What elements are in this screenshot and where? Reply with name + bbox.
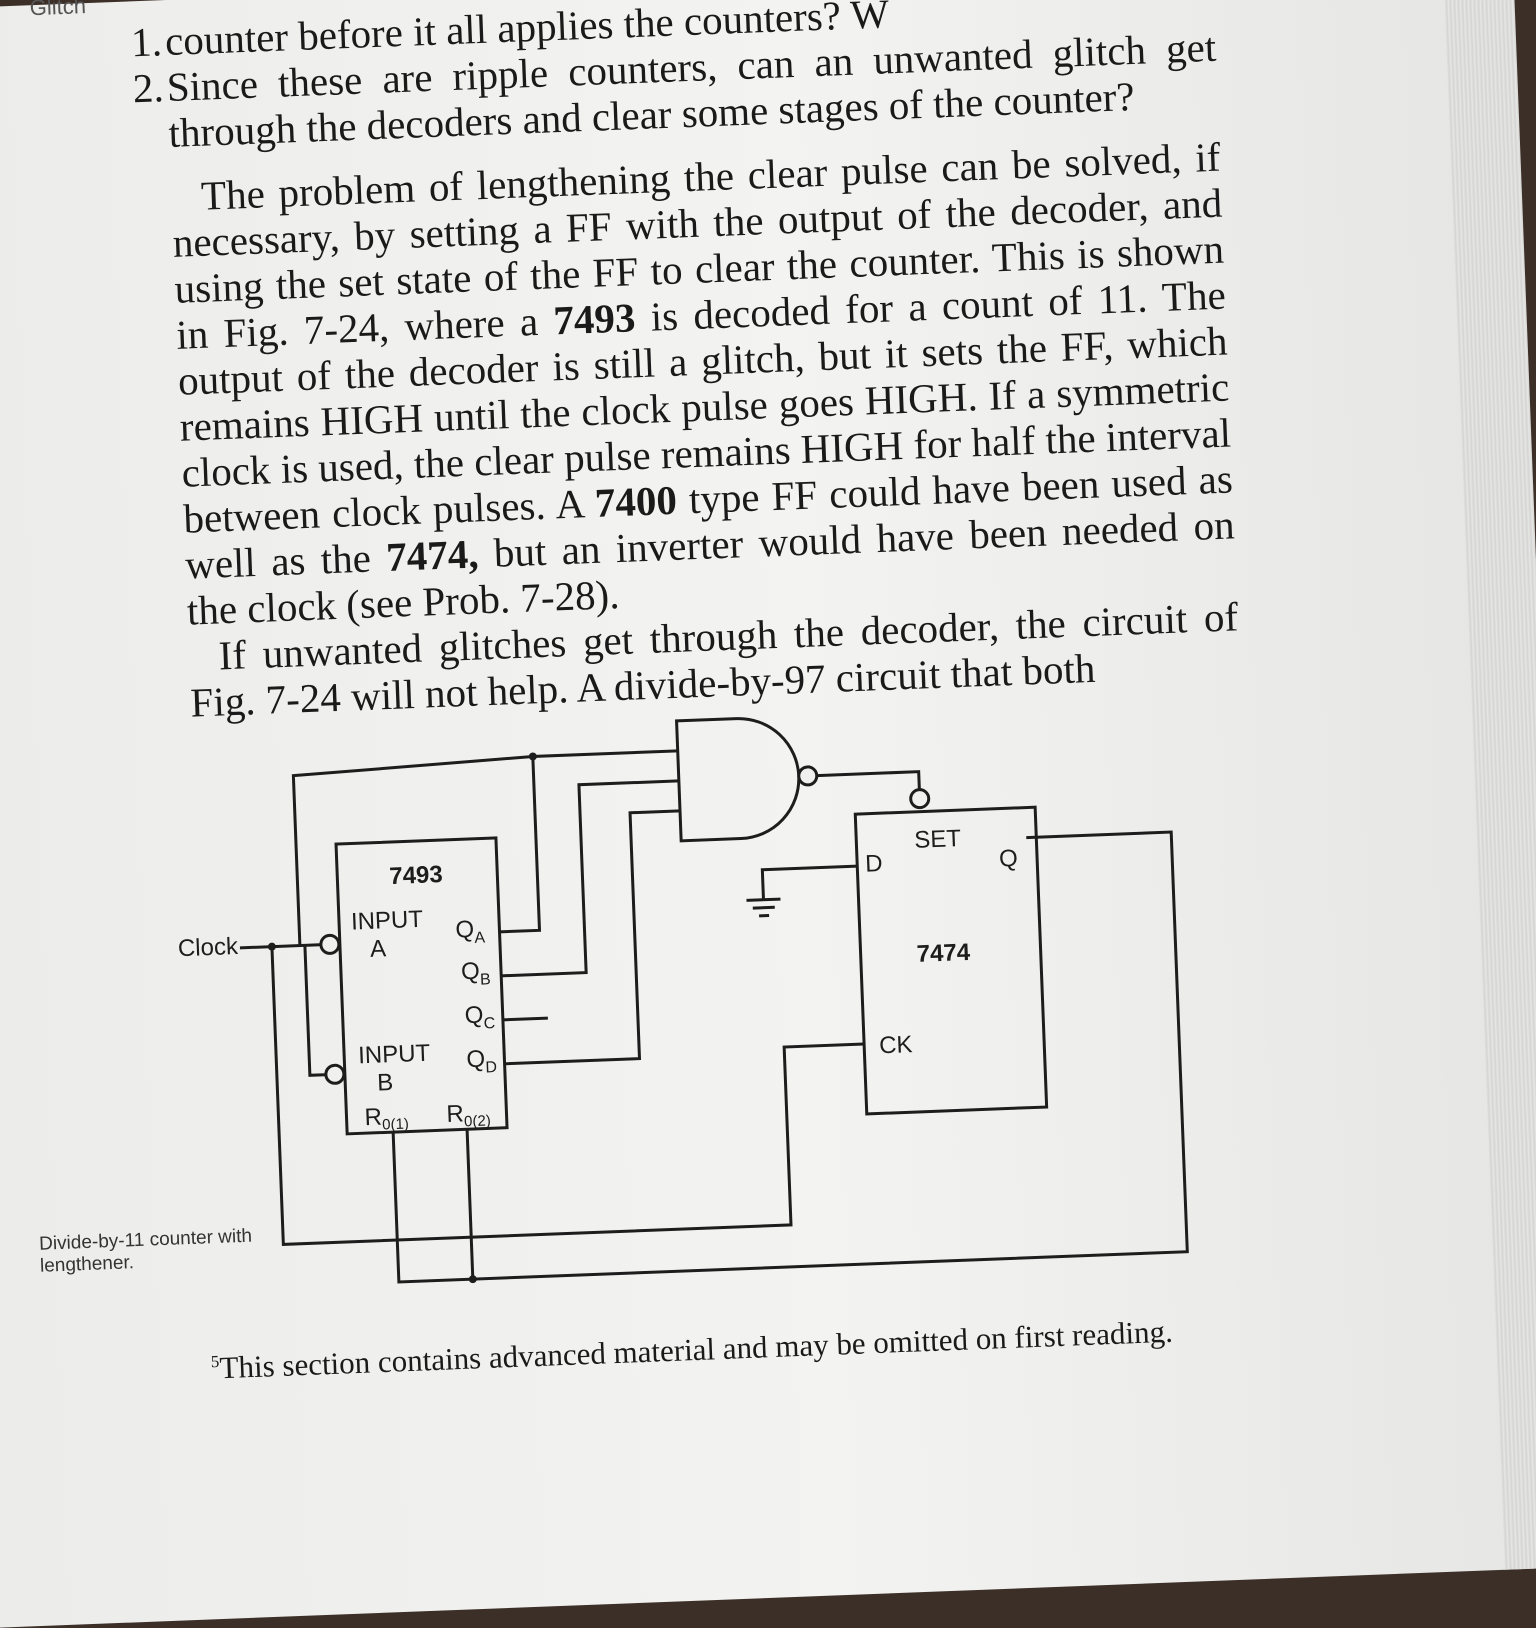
- set-label: SET: [914, 825, 962, 854]
- input-a-label: INPUT: [351, 906, 424, 936]
- chip-7493-ref: 7493: [553, 294, 637, 343]
- nand-output-bubble: [798, 767, 817, 786]
- question-2-number: 2.: [132, 64, 168, 111]
- input-b-label: INPUT: [358, 1040, 431, 1070]
- question-1-number: 1.: [130, 18, 166, 65]
- d-label: D: [865, 850, 883, 878]
- chip-7400-ref: 7400: [594, 477, 678, 526]
- qd-label: QD: [466, 1045, 497, 1077]
- set-bubble: [910, 789, 929, 808]
- r02-label: R0(2): [446, 1099, 491, 1131]
- circuit-diagram: 7493 INPUT A INPUT B QA QB QC QD R0(1) R…: [150, 658, 1294, 1341]
- qa-label: QA: [455, 915, 486, 947]
- qb-label: QB: [461, 957, 492, 989]
- q-label: Q: [999, 845, 1019, 873]
- circuit-svg: 7493 INPUT A INPUT B QA QB QC QD R0(1) R…: [150, 658, 1294, 1341]
- flipflop-7474-label: 7474: [916, 939, 971, 968]
- ck-label: CK: [879, 1031, 913, 1059]
- qc-label: QC: [464, 1001, 495, 1033]
- nand-gate: [677, 716, 802, 841]
- input-b-bubble: [326, 1065, 345, 1084]
- chip-7474-ref: 7474,: [385, 530, 479, 580]
- body-text: 1.counter before it all applies the coun…: [164, 0, 1240, 726]
- figure-caption: Divide-by-11 counter with lengthener.: [39, 1225, 261, 1277]
- paragraph-lengthening: The problem of lengthening the clear pul…: [170, 134, 1237, 634]
- running-head: Glitch: [29, 0, 86, 21]
- r01-label: R0(1): [364, 1103, 409, 1135]
- counter-7493-label: 7493: [389, 861, 443, 890]
- input-b-letter: B: [377, 1069, 394, 1097]
- input-a-bubble: [321, 935, 340, 954]
- input-a-letter: A: [370, 935, 387, 963]
- clock-label: Clock: [177, 933, 239, 962]
